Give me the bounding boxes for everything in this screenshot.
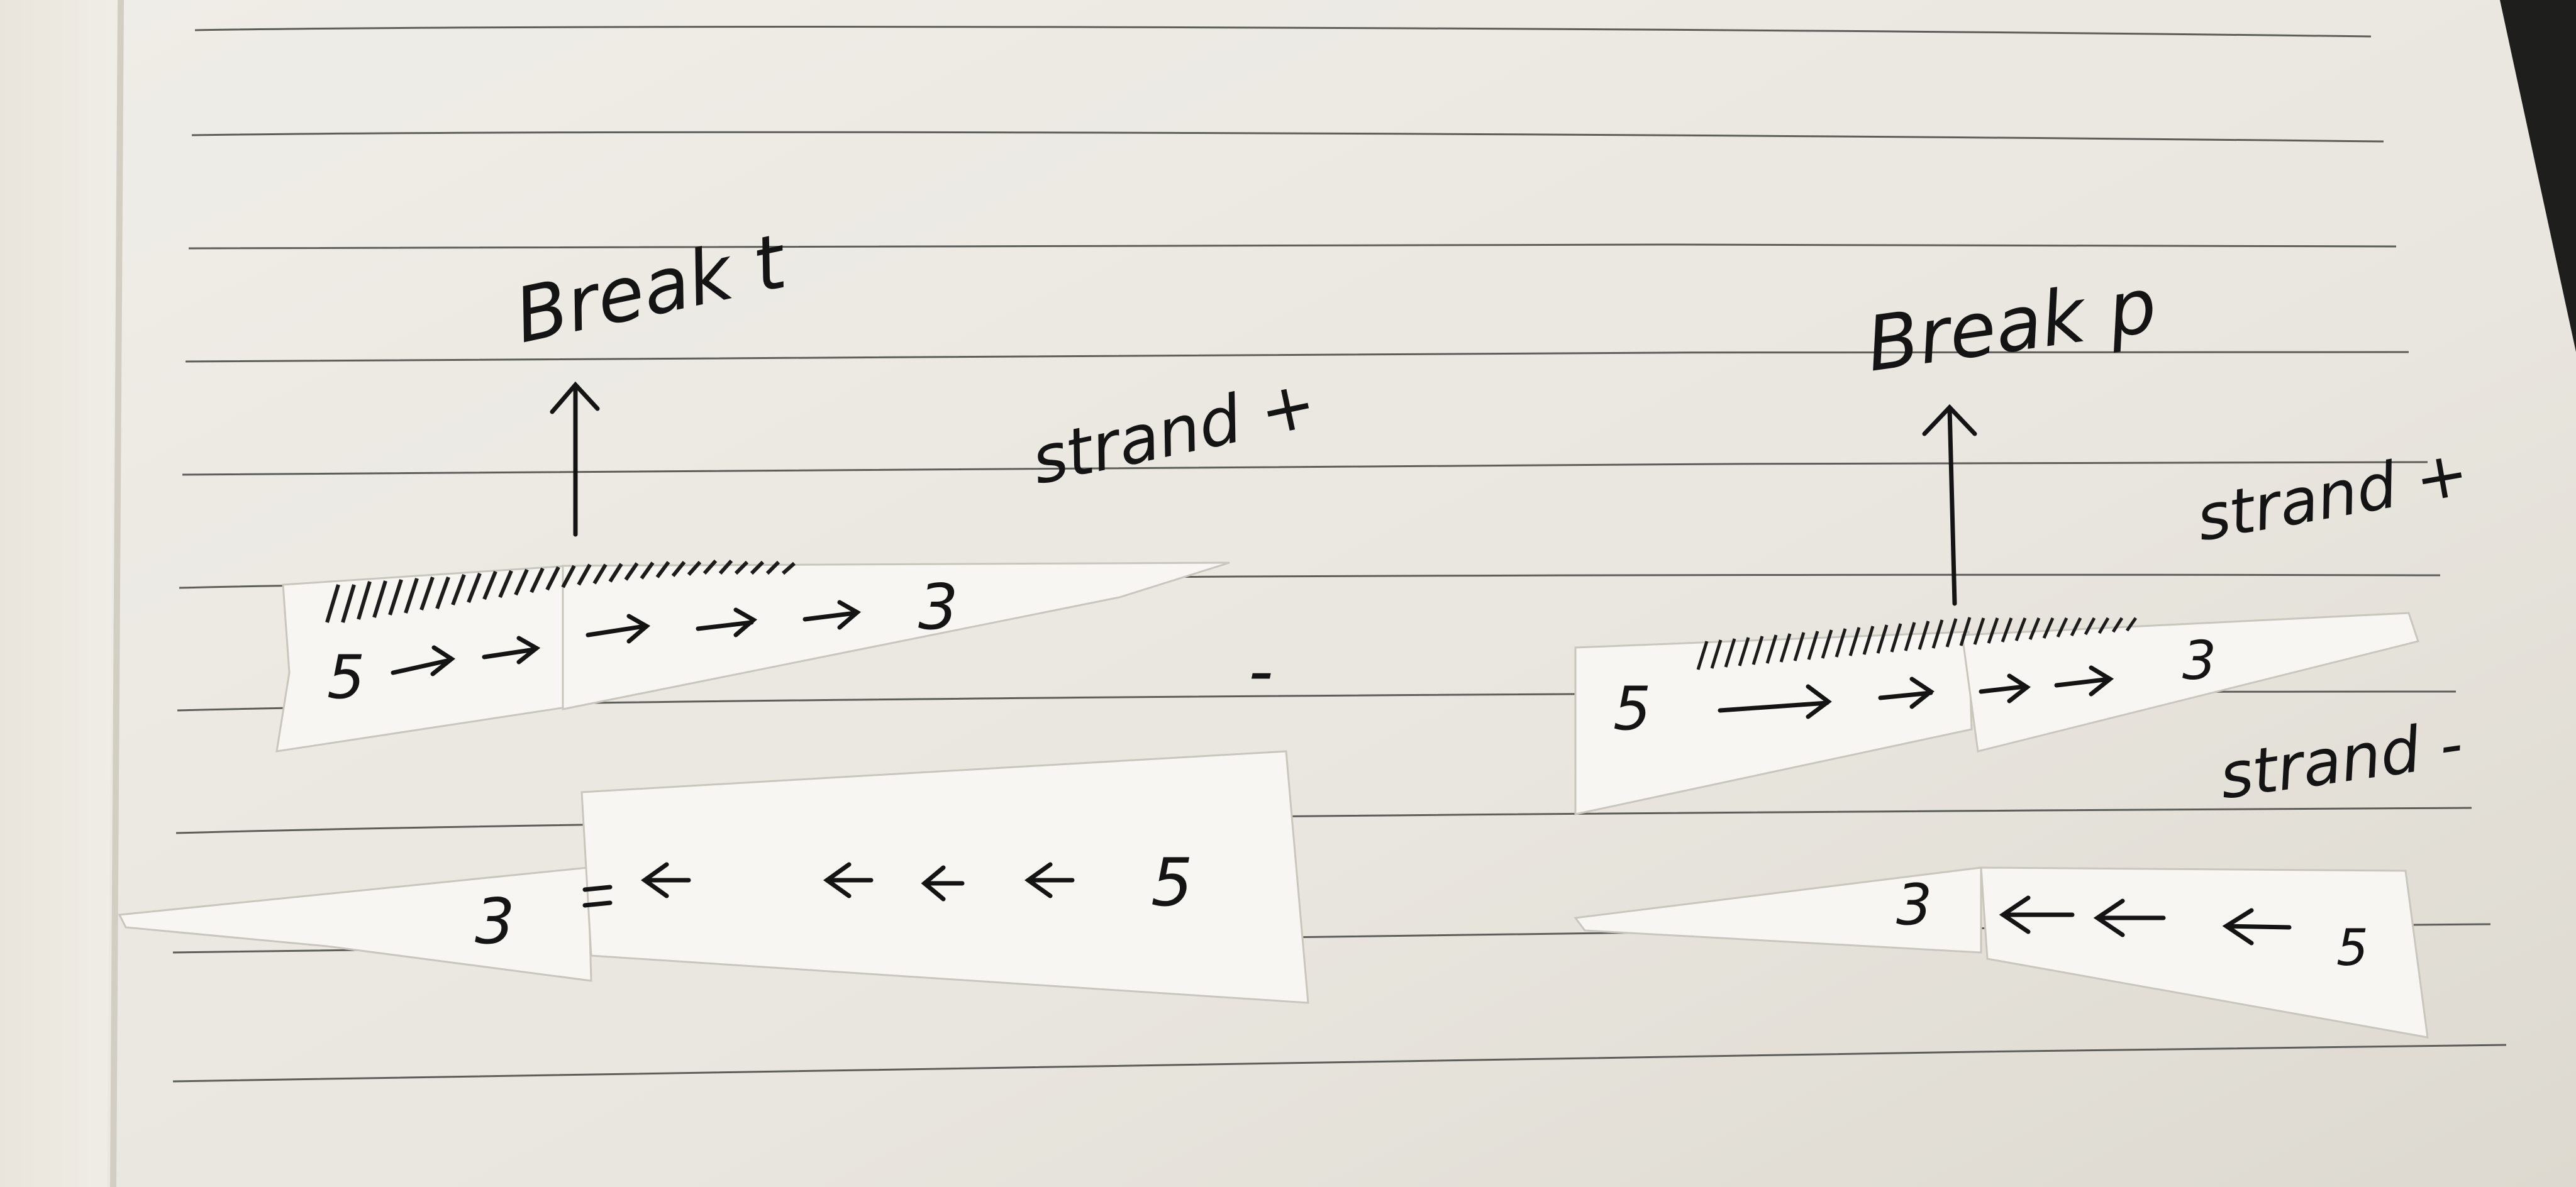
left-top-five-prime: 5 [327, 643, 365, 712]
left-break-arrow [550, 381, 600, 537]
right-diagram: Break p strand + strand - 5 3 3 5 [1574, 262, 2474, 1039]
right-top-strip-piece-2 [1961, 612, 2419, 753]
right-bottom-strip-content: 3 5 [1896, 872, 2368, 977]
right-bottom-three-prime: 3 [1896, 872, 1932, 938]
left-bottom-strip-content: 3 5 [475, 844, 1193, 958]
right-break-arrow [1922, 404, 1977, 606]
right-top-strip-content: 5 3 [1613, 630, 2216, 744]
right-top-strip-hatching [1696, 617, 2138, 670]
right-top-strip-arrows [1718, 665, 2114, 719]
left-top-strip-arrows [391, 600, 862, 676]
left-top-strip-hatching [325, 559, 796, 623]
left-top-strip-content: 5 3 [327, 570, 958, 712]
right-bottom-five-prime: 5 [2336, 919, 2368, 977]
left-top-strip-piece-1 [275, 565, 570, 753]
left-bottom-strip-tail [118, 866, 592, 982]
left-bottom-strip-body [580, 750, 1309, 1004]
left-bottom-three-prime: 3 [475, 885, 515, 958]
right-bottom-strip-body [1980, 866, 2429, 1039]
left-top-three-prime: 3 [918, 570, 958, 644]
left-strand-minus-label: - [1248, 631, 1274, 711]
right-bottom-strip-arrows [1999, 895, 2292, 946]
left-bottom-five-prime: 5 [1151, 844, 1193, 921]
right-top-three-prime: 3 [2182, 630, 2216, 692]
right-top-five-prime: 5 [1613, 675, 1651, 744]
left-bottom-strip-arrows [582, 862, 1075, 908]
left-page [0, 0, 126, 1187]
left-top-strip-piece-2 [562, 561, 1230, 710]
page-gutter [110, 0, 124, 1187]
right-bottom-strip-tail [1574, 866, 1982, 954]
right-top-strip-piece-1 [1574, 631, 1973, 815]
